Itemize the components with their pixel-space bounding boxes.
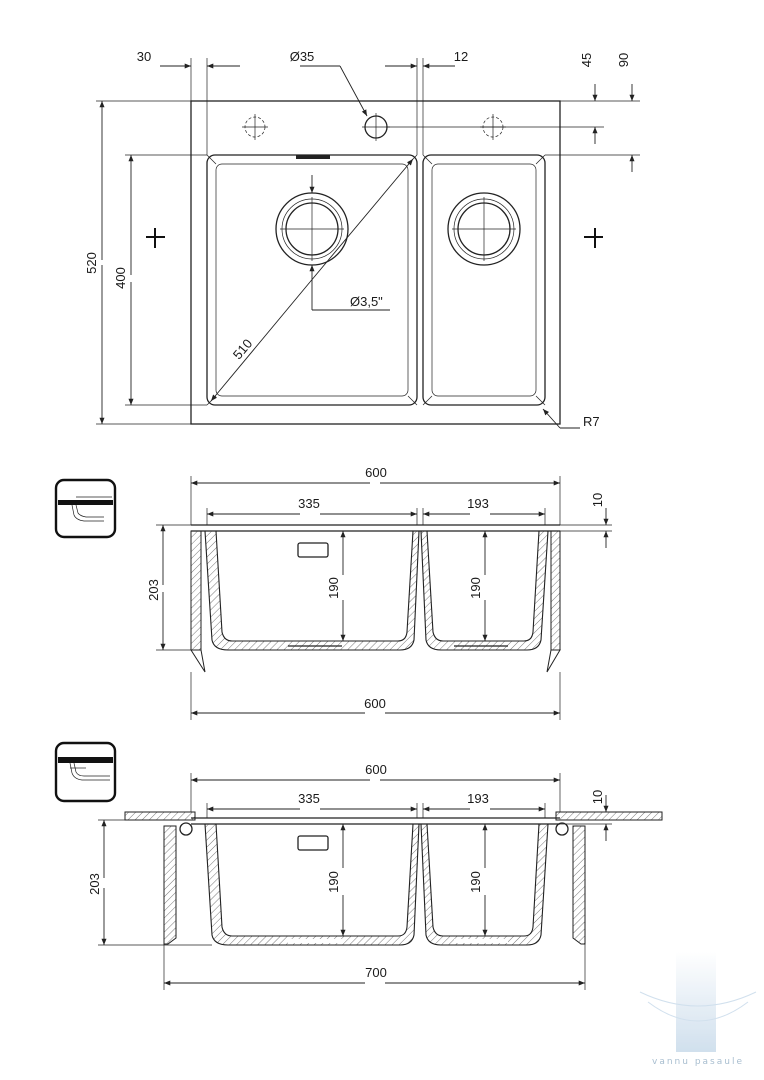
right-outer-wall — [550, 530, 561, 651]
dim-drain: Ø3,5" — [350, 294, 383, 309]
big-bowl-drain — [275, 192, 349, 266]
dim-rim-2: 10 — [590, 790, 605, 804]
overflow-slot — [296, 155, 330, 159]
big-bowl-inner — [215, 163, 409, 397]
mount-clip-left — [179, 822, 193, 836]
dim-small-depth: 190 — [468, 577, 483, 599]
dim-total-depth: 520 — [84, 252, 99, 274]
dim-cabinet-width: 700 — [365, 965, 387, 980]
top-view: 30 Ø35 12 45 90 520 400 — [84, 49, 640, 429]
dim-big-depth: 190 — [326, 577, 341, 599]
dim-height: 203 — [146, 579, 161, 601]
small-bowl-section — [420, 530, 549, 651]
dim-left-margin: 30 — [137, 49, 151, 64]
dim-small-bowl: 193 — [467, 496, 489, 511]
watermark-logo: vannu pasaule — [639, 952, 757, 1067]
dim-hole-offset-1: 45 — [579, 53, 594, 67]
dim-gap: 12 — [454, 49, 468, 64]
worktop-right — [555, 811, 663, 821]
watermark-text: vannu pasaule — [652, 1057, 744, 1067]
inset-install-icon — [54, 478, 117, 539]
sink-outline — [190, 100, 561, 425]
dim-big-depth-2: 190 — [326, 871, 341, 893]
section-marker-left — [146, 228, 165, 248]
tap-hole-left — [242, 114, 268, 140]
left-outer-wall — [190, 530, 202, 651]
dim-big-bowl-2: 335 — [298, 791, 320, 806]
dim-height-2: 203 — [87, 873, 102, 895]
dim-tap-hole: Ø35 — [290, 49, 315, 64]
dim-total-width-2: 600 — [365, 762, 387, 777]
dim-bottom-width: 600 — [364, 696, 386, 711]
small-bowl-drain — [447, 192, 521, 266]
worktop-left — [124, 811, 196, 821]
small-bowl-inner — [431, 163, 537, 397]
dim-big-bowl: 335 — [298, 496, 320, 511]
dim-diagonal: 510 — [230, 336, 255, 362]
small-bowl-section-2 — [420, 823, 549, 946]
small-bowl-outline — [422, 154, 546, 406]
big-bowl-section — [204, 530, 420, 651]
undermount-install-icon — [54, 741, 117, 803]
dim-bowl-depth: 400 — [113, 267, 128, 289]
dim-radius: R7 — [583, 414, 600, 429]
dim-hole-offset-2: 90 — [616, 53, 631, 67]
tap-hole-center — [362, 113, 390, 141]
dim-total-width: 600 — [365, 465, 387, 480]
mount-clip-right — [555, 822, 569, 836]
section-marker-right — [584, 228, 603, 248]
cabinet-wall-right — [572, 825, 586, 945]
overflow-opening — [297, 542, 329, 558]
section-undermount: 600 335 193 10 — [54, 741, 663, 990]
dim-rim: 10 — [590, 493, 605, 507]
dim-small-bowl-2: 193 — [467, 791, 489, 806]
big-bowl-section-2 — [204, 823, 420, 946]
section-inset: 600 335 193 10 — [54, 465, 612, 720]
cabinet-wall-left — [163, 825, 177, 945]
dim-small-depth-2: 190 — [468, 871, 483, 893]
overflow-opening-2 — [297, 835, 329, 851]
